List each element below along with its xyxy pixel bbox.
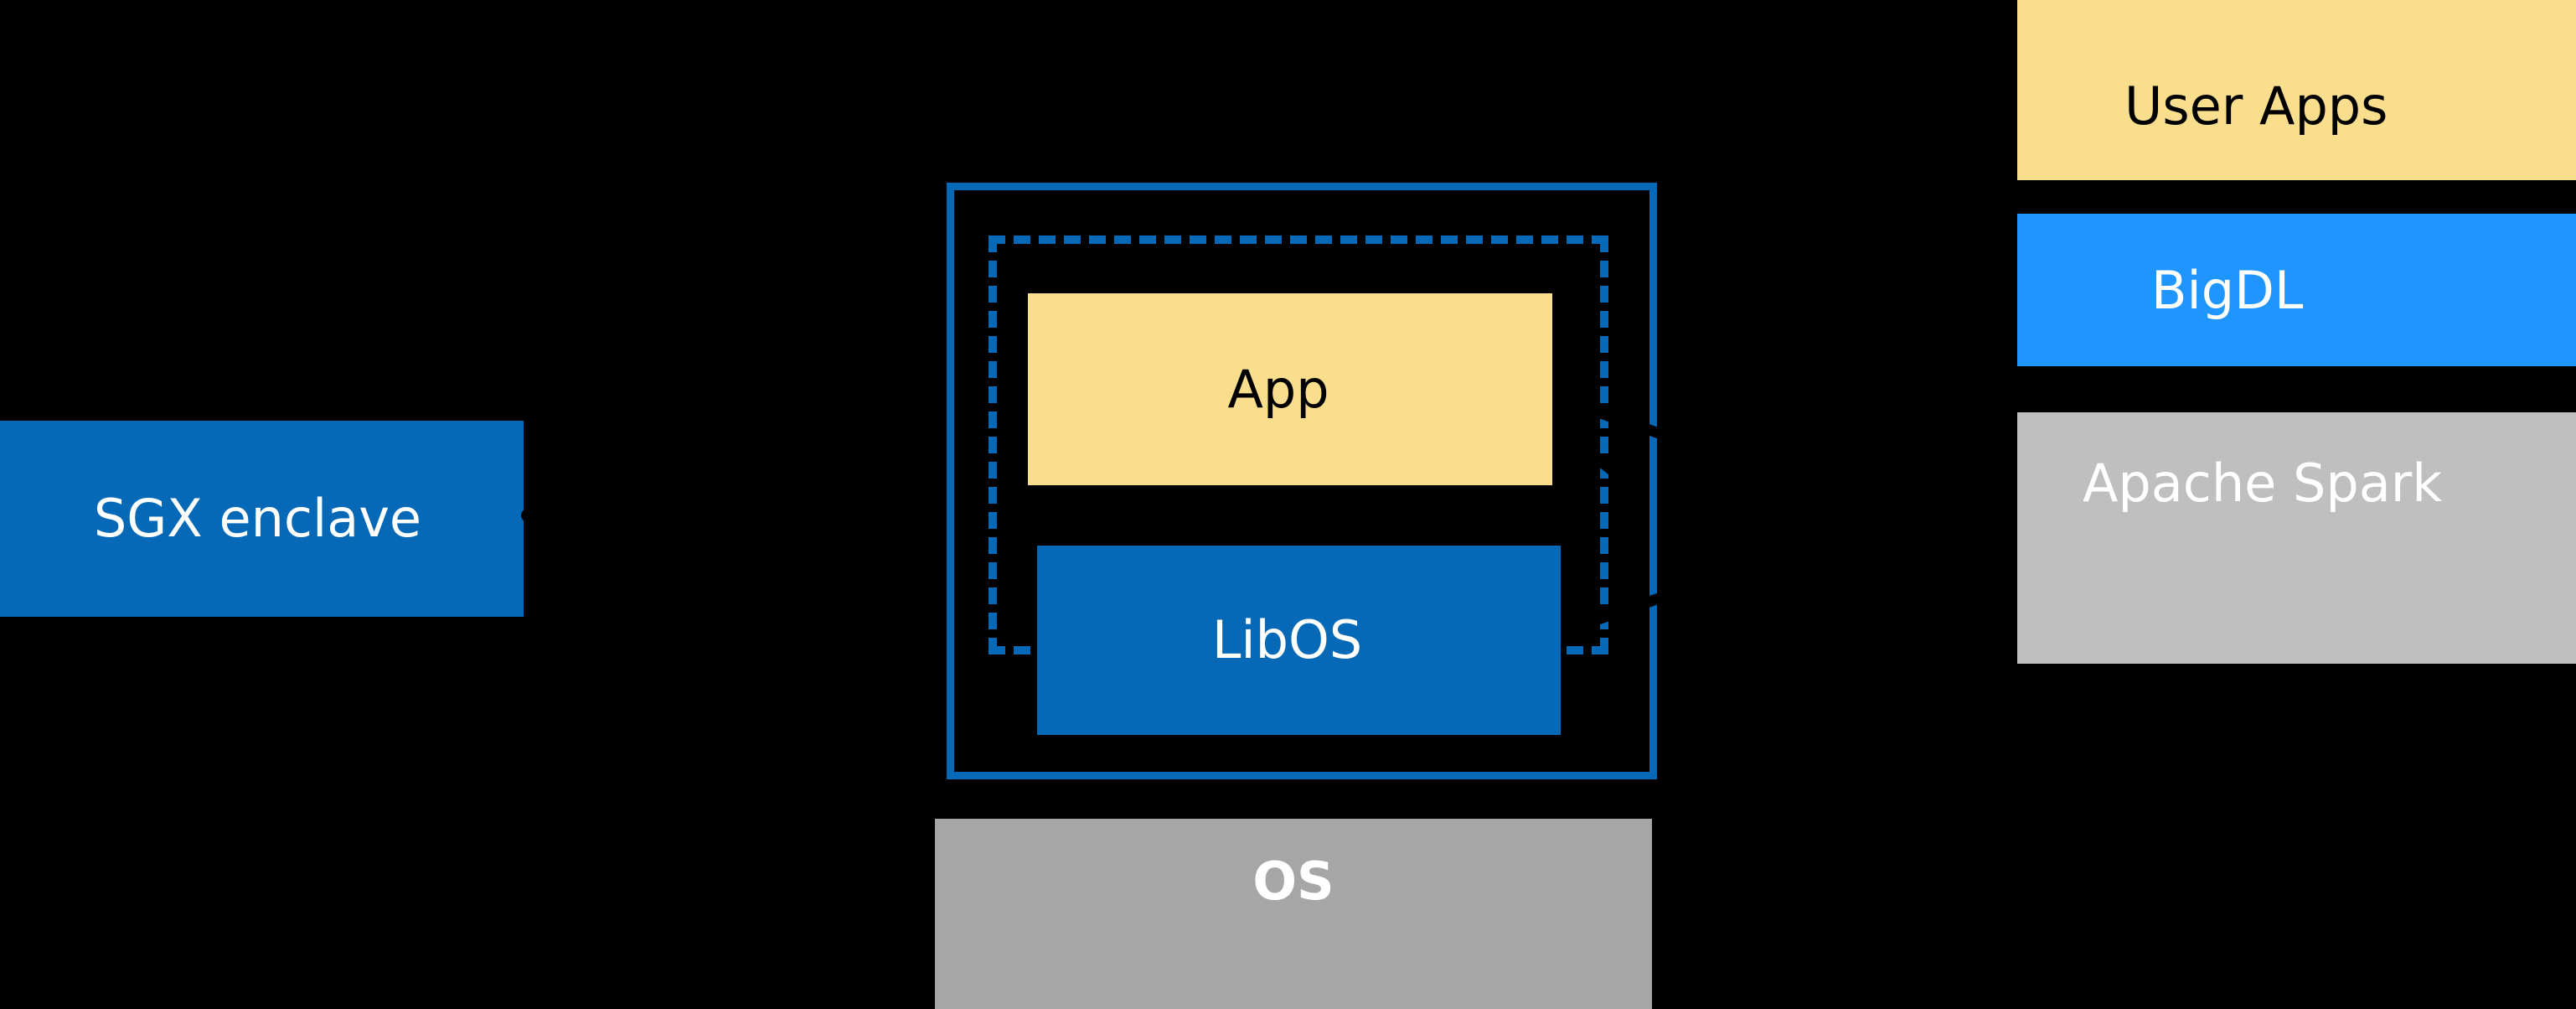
libos-label: LibOS <box>1211 609 1363 671</box>
libos-box[interactable]: LibOS <box>1037 546 1561 735</box>
os-label: OS <box>1252 851 1334 912</box>
stack-item-user-apps[interactable]: User Apps <box>2017 0 2576 180</box>
user-apps-label: User Apps <box>2124 75 2388 137</box>
sgx-enclave-connector-dot <box>521 509 534 522</box>
apache-spark-label: Apache Spark <box>2083 453 2443 514</box>
enclave-frame-outline <box>947 183 1657 779</box>
app-connector-dot <box>1546 509 1559 522</box>
bigdl-label: BigDL <box>2151 259 2304 321</box>
sgx-enclave-box[interactable]: SGX enclave <box>0 421 524 617</box>
os-box[interactable]: OS <box>935 819 1652 1009</box>
stack-item-apache-spark[interactable]: Apache Spark <box>2017 412 2576 664</box>
stack-item-bigdl[interactable]: BigDL <box>2017 214 2576 366</box>
sgx-enclave-label: SGX enclave <box>93 488 422 550</box>
app-box[interactable]: App <box>1028 293 1552 485</box>
app-label: App <box>1227 358 1329 420</box>
